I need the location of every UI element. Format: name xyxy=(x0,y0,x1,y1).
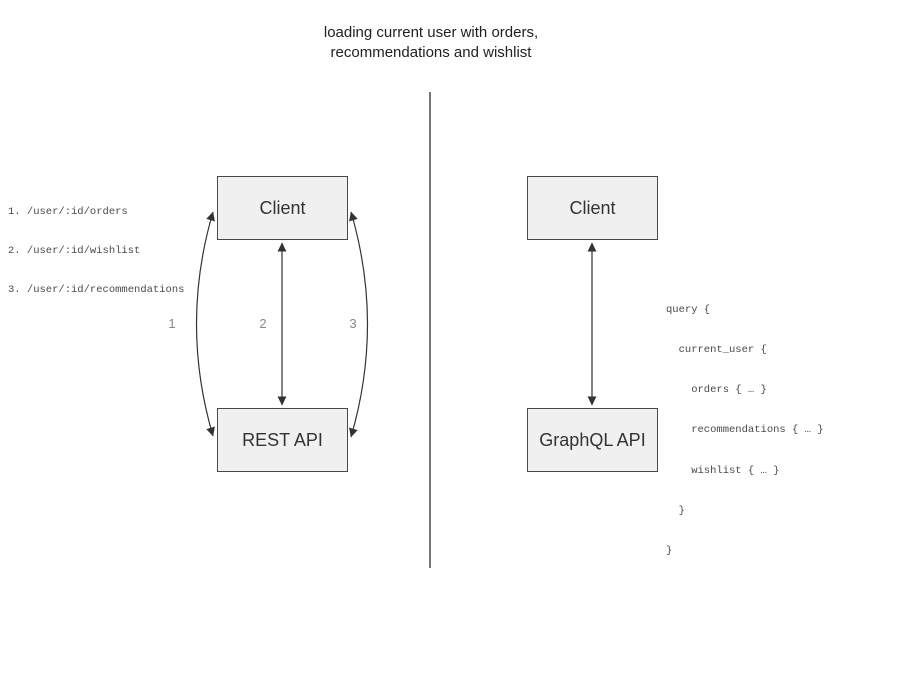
query-line: wishlist { … } xyxy=(666,464,780,477)
rest-arrow-3-curve xyxy=(349,211,369,438)
graphql-client-box: Client xyxy=(527,176,658,240)
graphql-api-box-label: GraphQL API xyxy=(539,429,646,450)
query-line: orders { … } xyxy=(666,384,767,397)
rest-client-box: Client xyxy=(217,176,348,240)
endpoint-line: 1. /user/:id/orders xyxy=(8,206,128,218)
diagram-title: loading current user with orders, recomm… xyxy=(231,23,631,63)
graphql-query-code: query { current_user { orders { … } reco… xyxy=(666,277,824,585)
rest-arrow-label-2: 2 xyxy=(259,316,267,331)
rest-client-box-label: Client xyxy=(259,197,306,218)
graphql-client-box-label: Client xyxy=(569,197,616,218)
endpoint-line: 3. /user/:id/recommendations xyxy=(8,284,185,296)
rest-api-box: REST API xyxy=(217,408,348,472)
query-line: recommendations { … } xyxy=(666,424,824,437)
query-line: } xyxy=(666,545,673,558)
query-line: current_user { xyxy=(666,344,767,357)
graphql-api-box: GraphQL API xyxy=(527,408,658,472)
endpoint-line: 2. /user/:id/wishlist xyxy=(8,245,141,257)
query-line: } xyxy=(666,504,685,517)
diagram-title-line1: loading current user with orders, xyxy=(323,24,539,41)
rest-arrow-label-1: 1 xyxy=(168,316,176,331)
rest-arrow-label-3: 3 xyxy=(349,316,357,331)
rest-arrow-1-curve xyxy=(195,211,215,437)
query-line: query { xyxy=(666,303,711,316)
rest-endpoints-list: 1. /user/:id/orders 2. /user/:id/wishlis… xyxy=(8,180,184,323)
diagram-title-line2: recommendations and wishlist xyxy=(330,44,532,61)
rest-api-box-label: REST API xyxy=(242,429,323,450)
